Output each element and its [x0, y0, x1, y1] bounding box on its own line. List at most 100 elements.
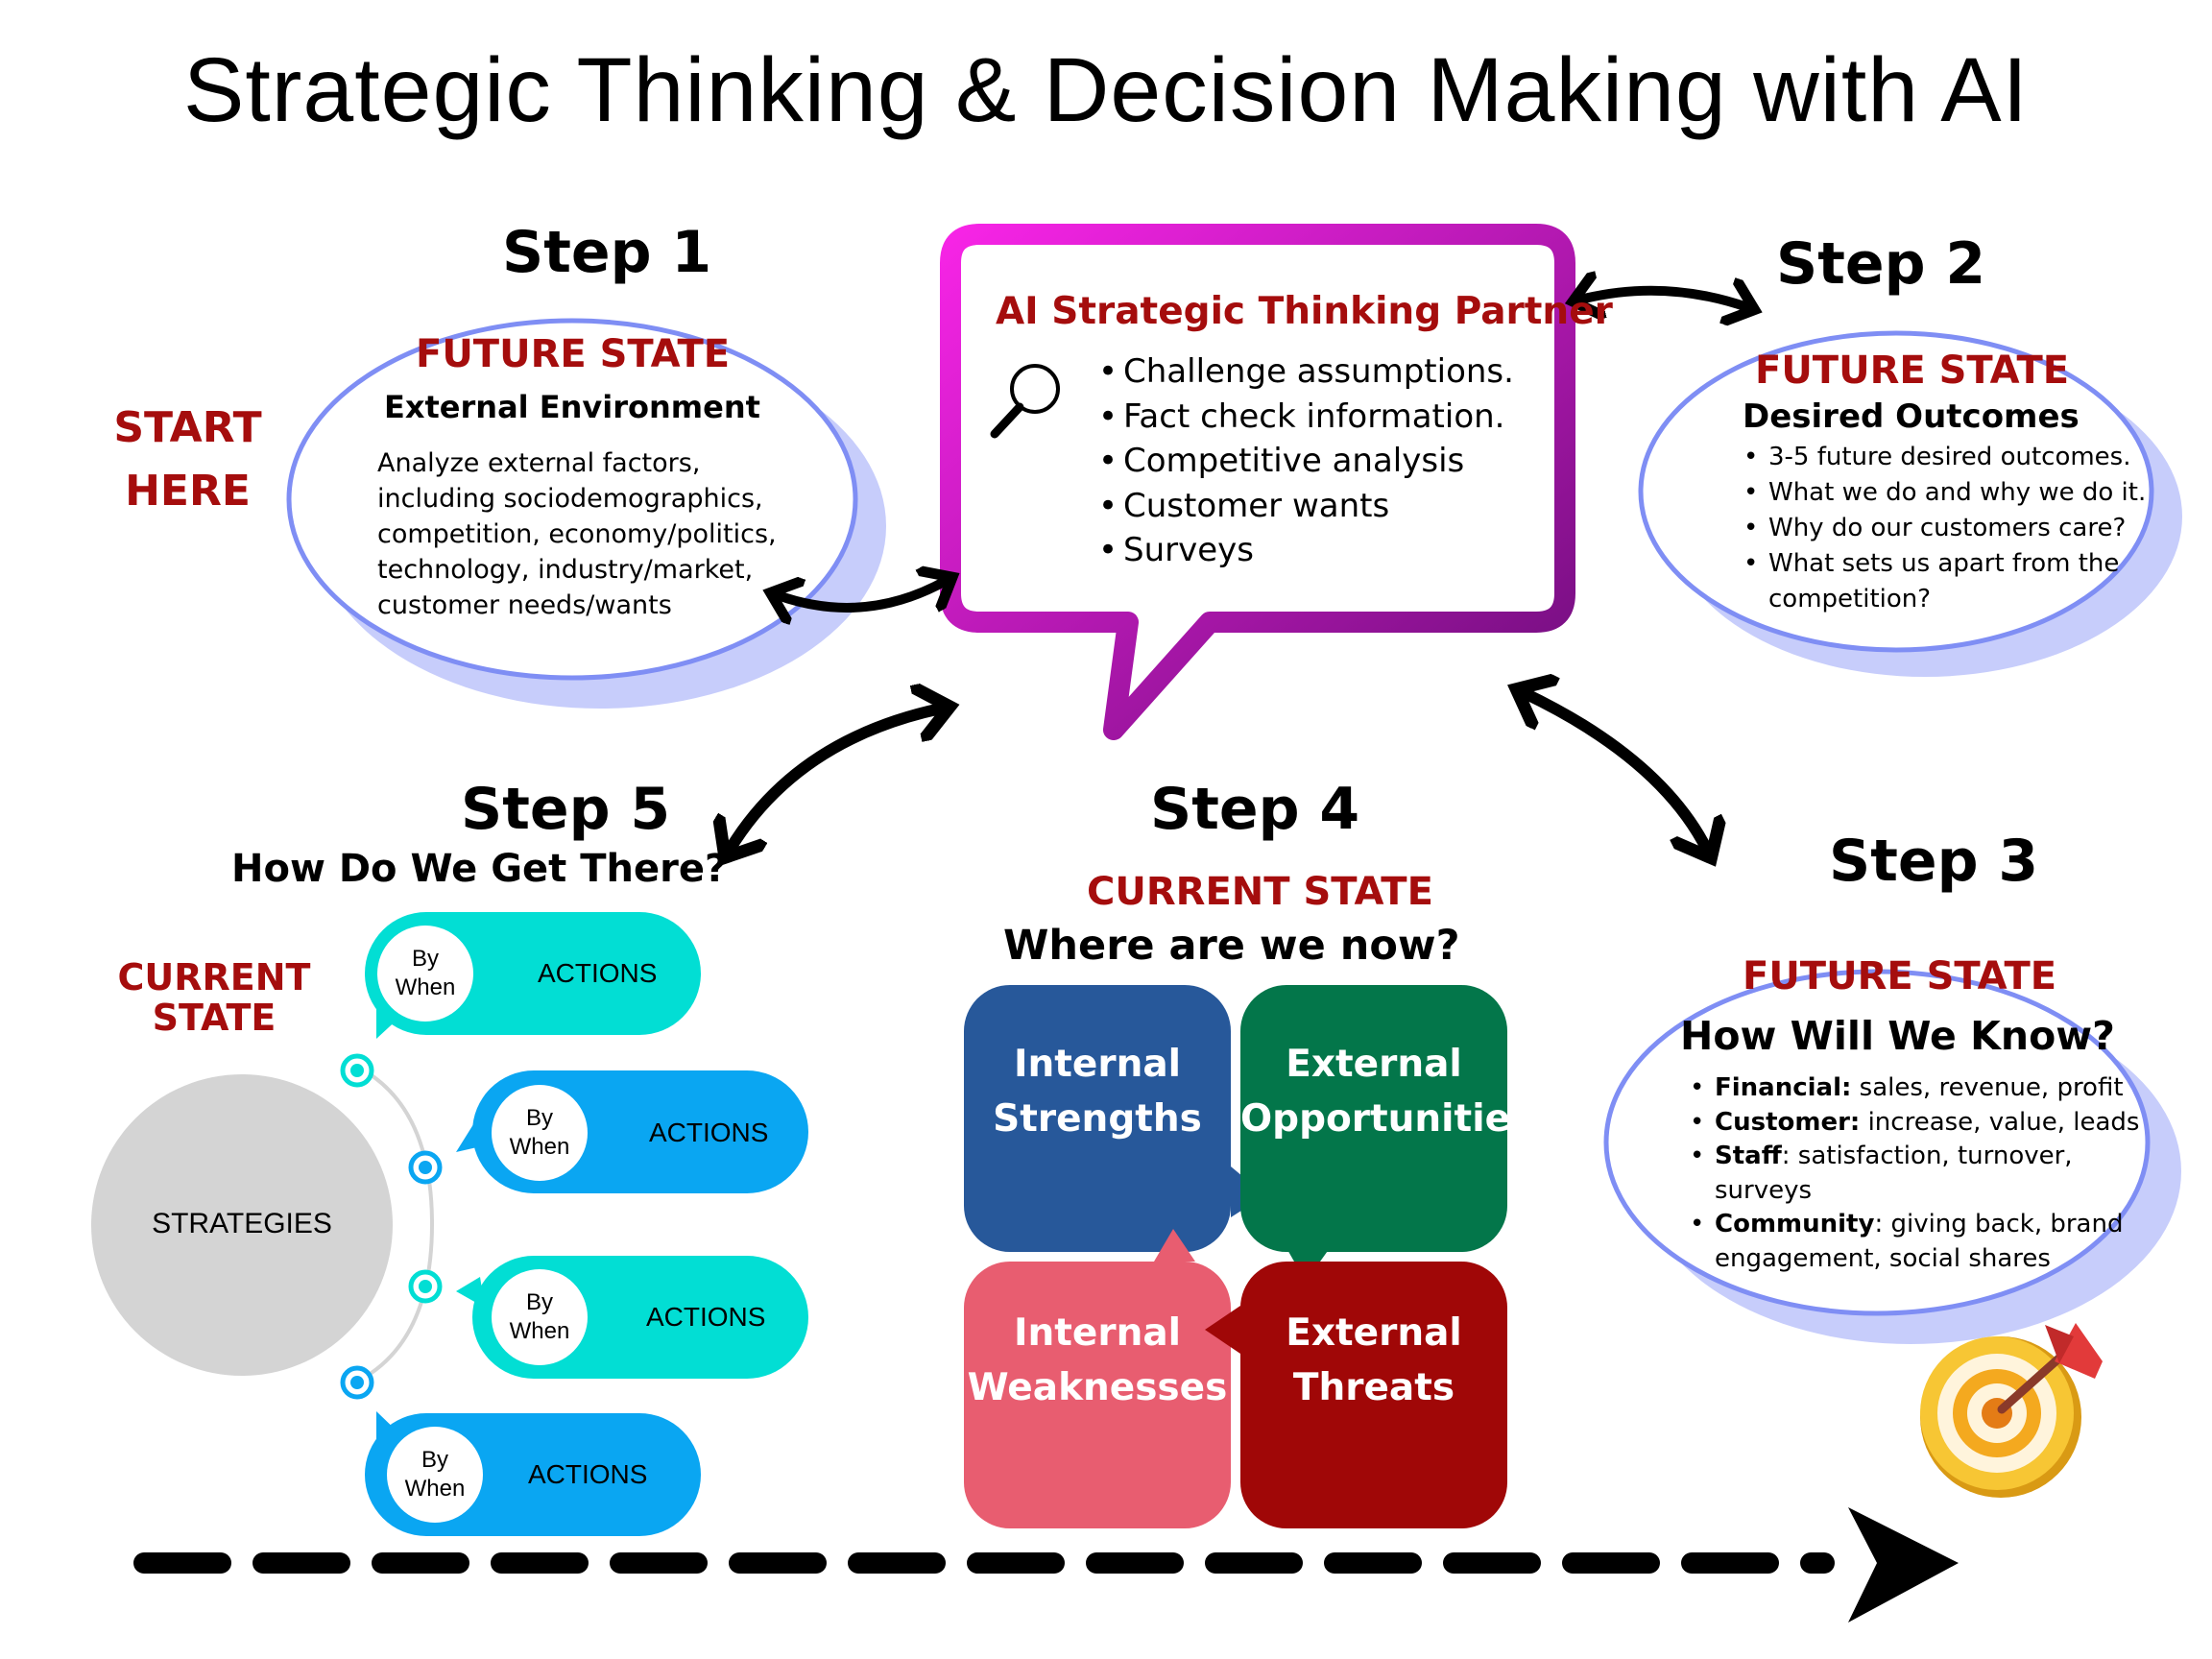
step3-item: Customer: increase, value, leads: [1690, 1106, 2166, 1141]
actions-label-3: ACTIONS: [646, 1302, 766, 1332]
ai-partner-list: Challenge assumptions. Fact check inform…: [1096, 349, 1514, 573]
step3-item-text: : satisfaction, turnover, surveys: [1715, 1142, 2073, 1205]
arc-node-3: [408, 1269, 443, 1304]
arc-node-1: [340, 1053, 374, 1088]
step5-state-line: CURRENT: [117, 956, 311, 998]
bywhen-2: By When: [492, 1104, 588, 1162]
arrow-ai-step5: [730, 709, 941, 850]
step2-item: What we do and why we do it.: [1743, 475, 2152, 511]
step2-subtitle: Desired Outcomes: [1743, 397, 2080, 436]
quadrant-shape-threats: [1240, 1262, 1507, 1528]
ai-item: Surveys: [1098, 528, 1514, 573]
page-title: Strategic Thinking & Decision Making wit…: [182, 39, 2029, 141]
actions-label-4: ACTIONS: [528, 1459, 648, 1489]
start-here-label: START HERE: [113, 397, 262, 523]
when-label: When: [509, 1318, 570, 1344]
step5-subtitle: How Do We Get There?: [231, 847, 728, 891]
bywhen-circle-1: [377, 926, 473, 1022]
bywhen-circle-2: [492, 1085, 588, 1181]
step2-label: Step 2: [1776, 230, 1986, 298]
step3-item-text: increase, value, leads: [1860, 1107, 2140, 1137]
step3-subtitle: How Will We Know?: [1680, 1013, 2115, 1059]
arrow-ai-step2: [1580, 291, 1747, 307]
strategies-circle: [91, 1074, 393, 1376]
step4-subtitle: Where are we now?: [1003, 922, 1460, 970]
step1-subtitle: External Environment: [384, 389, 760, 425]
step3-item-text: sales, revenue, profit: [1851, 1073, 2124, 1102]
when-label: When: [404, 1476, 466, 1502]
step3-list: Financial: sales, revenue, profit Custom…: [1688, 1071, 2166, 1276]
step4-label: Step 4: [1150, 776, 1360, 843]
arc-node-4: [340, 1365, 374, 1400]
step3-item: Staff: satisfaction, turnover, surveys: [1690, 1140, 2166, 1208]
ai-item: Fact check information.: [1098, 395, 1514, 440]
when-label: When: [395, 974, 456, 1000]
strategies-arc: [354, 1064, 435, 1384]
quadrant-line: Weaknesses: [967, 1366, 1228, 1409]
quadrant-shape-opportunities: [1240, 985, 1507, 1252]
start-label: START: [113, 403, 262, 452]
step1-body: Analyze external factors, including soci…: [377, 448, 777, 620]
quadrant-line: Strengths: [993, 1097, 1202, 1141]
pill-tail-2: [456, 1114, 490, 1152]
by-label: By: [525, 1105, 553, 1131]
by-label: By: [525, 1289, 553, 1315]
step3-item: Financial: sales, revenue, profit: [1690, 1071, 2166, 1106]
step2-item: What sets us apart from the competition?: [1743, 546, 2152, 617]
bywhen-circle-4: [387, 1427, 483, 1523]
strategies-label: STRATEGIES: [152, 1208, 332, 1239]
step5-state-line: STATE: [152, 997, 276, 1039]
quadrant-shape-weaknesses: [964, 1262, 1231, 1528]
step1-state: FUTURE STATE: [416, 332, 731, 376]
quadrant-tail-weaknesses: [1154, 1229, 1195, 1262]
step2-item: Why do our customers care?: [1743, 511, 2152, 546]
quadrant-line: External: [1286, 1311, 1462, 1355]
when-label: When: [509, 1134, 570, 1160]
magnifier-icon: [990, 364, 1060, 439]
target-icon: [1920, 1323, 2103, 1498]
step3-item-key: Staff: [1715, 1142, 1782, 1170]
quadrant-tail-threats: [1205, 1306, 1240, 1354]
actions-label-1: ACTIONS: [538, 958, 658, 988]
quadrant-internal-strengths: Internal Strengths: [964, 1037, 1231, 1146]
bywhen-1: By When: [377, 945, 473, 1002]
step5-state: CURRENT STATE: [113, 957, 315, 1038]
dashed-arrow-head: [1848, 1507, 1959, 1623]
ai-item: Customer wants: [1098, 484, 1514, 529]
bywhen-circle-3: [492, 1269, 588, 1365]
quadrant-line: Internal: [1013, 1311, 1182, 1355]
step3-label: Step 3: [1829, 828, 2039, 895]
actions-label-2: ACTIONS: [649, 1118, 769, 1147]
quadrant-line: Threats: [1292, 1366, 1455, 1409]
quadrant-external-opportunities: External Opportunities: [1240, 1037, 1533, 1146]
step4-state: CURRENT STATE: [1087, 870, 1433, 914]
here-label: HERE: [125, 467, 251, 516]
pill-tail-3: [456, 1277, 485, 1308]
step3-item-key: Customer:: [1715, 1107, 1861, 1137]
arc-node-2: [408, 1150, 443, 1185]
step3-item-key: Community: [1715, 1210, 1875, 1238]
by-label: By: [421, 1447, 448, 1473]
quadrant-line: External: [1286, 1043, 1462, 1086]
bywhen-3: By When: [492, 1288, 588, 1346]
quadrant-line: Internal: [1013, 1043, 1182, 1086]
arrow-ai-step3: [1525, 693, 1707, 850]
step2-state: FUTURE STATE: [1755, 349, 2070, 393]
quadrant-internal-weaknesses: Internal Weaknesses: [964, 1306, 1231, 1415]
step2-item: 3-5 future desired outcomes.: [1743, 440, 2152, 475]
quadrant-line: Opportunities: [1240, 1097, 1533, 1141]
step3-item: Community: giving back, brand engagement…: [1690, 1208, 2166, 1276]
step1-label: Step 1: [502, 219, 712, 286]
step5-label: Step 5: [461, 776, 671, 843]
pill-tail-4: [376, 1411, 401, 1450]
step3-item-text: : giving back, brand engagement, social …: [1715, 1210, 2124, 1273]
bywhen-4: By When: [387, 1446, 483, 1503]
step1-ellipse: [286, 318, 858, 681]
by-label: By: [411, 946, 439, 972]
step3-item-key: Financial:: [1715, 1073, 1852, 1102]
quadrant-shape-strengths: [964, 985, 1231, 1252]
quadrant-external-threats: External Threats: [1240, 1306, 1507, 1415]
pill-tail-1: [376, 989, 401, 1039]
arrow-step1-ai: [778, 581, 946, 608]
ai-item: Competitive analysis: [1098, 439, 1514, 484]
